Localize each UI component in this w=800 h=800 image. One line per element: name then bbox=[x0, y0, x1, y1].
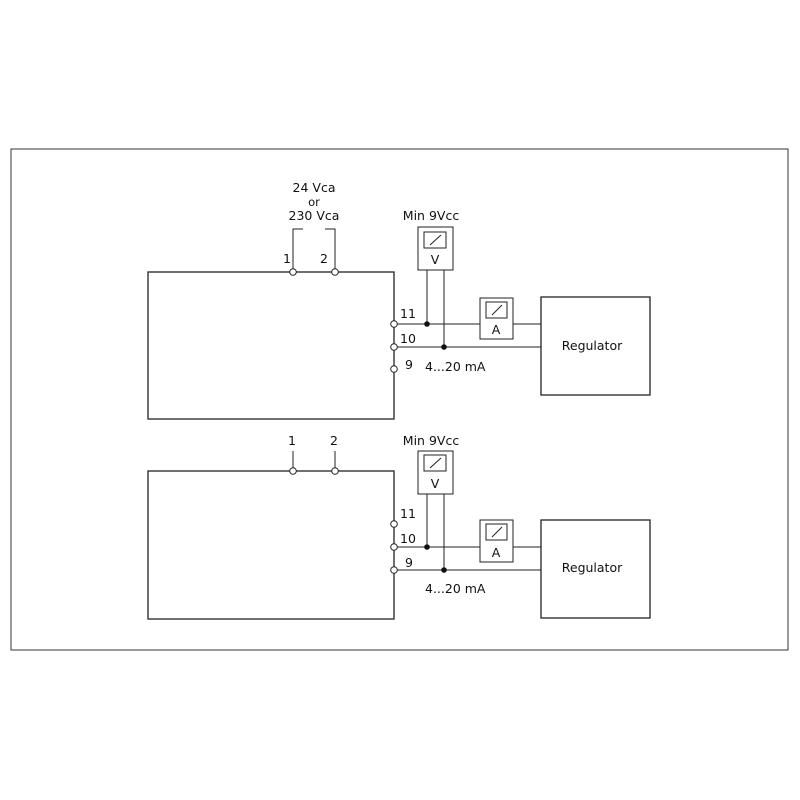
ammeter-symbol: A bbox=[492, 322, 501, 337]
terminal-2 bbox=[331, 467, 339, 475]
terminal-1-label: 1 bbox=[283, 251, 291, 266]
terminal-9 bbox=[390, 566, 398, 574]
supply-label-line3: 230 Vca bbox=[289, 208, 340, 223]
terminal-1-label: 1 bbox=[288, 433, 296, 448]
regulator-box bbox=[540, 296, 651, 396]
terminal-2-label: 2 bbox=[320, 251, 328, 266]
device-box bbox=[147, 470, 395, 620]
terminal-11 bbox=[390, 320, 398, 328]
terminal-2-label: 2 bbox=[330, 433, 338, 448]
supply-label-line2: or bbox=[308, 195, 320, 209]
junction-11 bbox=[424, 321, 430, 327]
circuit-top: 24 Vca or 230 Vca 1 2 11 10 9 Min 9Vcc V bbox=[147, 180, 651, 420]
terminal-2 bbox=[331, 268, 339, 276]
junction-10 bbox=[424, 544, 430, 550]
junction-9 bbox=[441, 567, 447, 573]
supply-lead-2 bbox=[325, 228, 336, 272]
terminal-11-label: 11 bbox=[400, 506, 416, 521]
ammeter-needle-icon bbox=[491, 304, 503, 316]
regulator-label: Regulator bbox=[562, 338, 623, 353]
supply-lead-1 bbox=[292, 228, 303, 272]
terminal-1 bbox=[289, 268, 297, 276]
supply-label-line1: 24 Vca bbox=[293, 180, 336, 195]
terminal-10 bbox=[390, 343, 398, 351]
terminal-9-label: 9 bbox=[405, 555, 413, 570]
regulator-label: Regulator bbox=[562, 560, 623, 575]
terminal-9 bbox=[390, 365, 398, 373]
voltmeter-label: Min 9Vcc bbox=[403, 208, 460, 223]
voltmeter-needle-icon bbox=[429, 234, 442, 246]
voltmeter-label: Min 9Vcc bbox=[403, 433, 460, 448]
current-label: 4...20 mA bbox=[425, 581, 486, 596]
terminal-9-label: 9 bbox=[405, 357, 413, 372]
terminal-10-label: 10 bbox=[400, 331, 416, 346]
voltmeter-needle-icon bbox=[429, 457, 442, 469]
voltmeter-symbol: V bbox=[431, 252, 440, 267]
voltmeter-symbol: V bbox=[431, 476, 440, 491]
terminal-11 bbox=[390, 520, 398, 528]
device-box bbox=[147, 271, 395, 420]
circuit-bottom: 1 2 11 10 9 Min 9Vcc V A 4 bbox=[147, 433, 651, 620]
regulator-box bbox=[540, 519, 651, 619]
terminal-11-label: 11 bbox=[400, 306, 416, 321]
junction-10 bbox=[441, 344, 447, 350]
current-label: 4...20 mA bbox=[425, 359, 486, 374]
ammeter-needle-icon bbox=[491, 526, 503, 538]
terminal-10 bbox=[390, 543, 398, 551]
diagram-frame bbox=[10, 148, 789, 651]
terminal-10-label: 10 bbox=[400, 531, 416, 546]
terminal-1 bbox=[289, 467, 297, 475]
ammeter-symbol: A bbox=[492, 545, 501, 560]
